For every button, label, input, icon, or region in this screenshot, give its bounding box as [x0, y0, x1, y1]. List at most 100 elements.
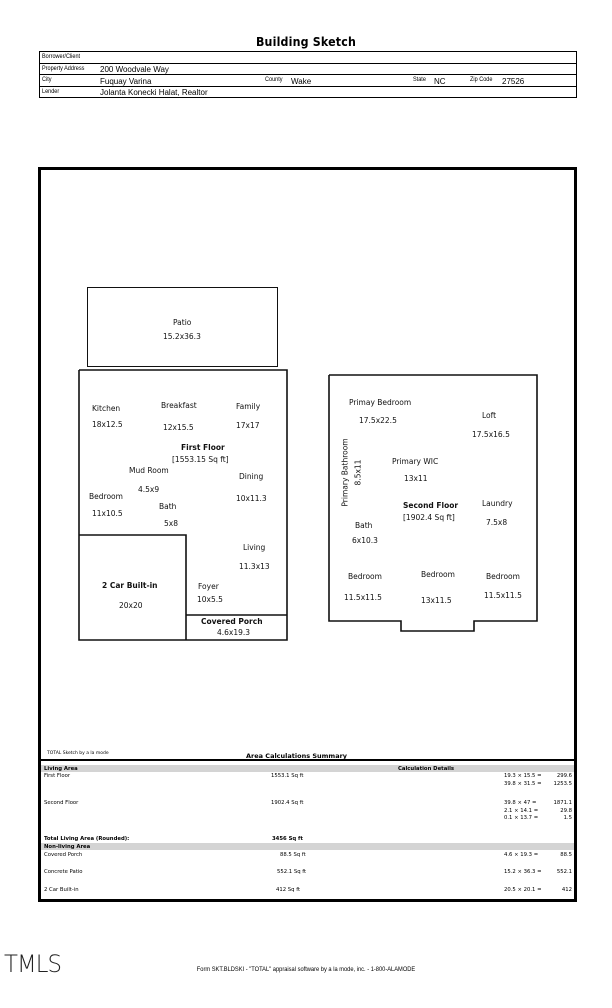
second-floor-calc-2: 2.1 × 14.1 = [504, 807, 539, 814]
second-floor-calc-1-result: 1871.1 [553, 800, 572, 806]
first-floor-title: First Floor [181, 443, 225, 452]
first-floor-calc-1: 19.3 × 15.5 = [504, 773, 542, 779]
borrower-row: Borrower/Client [40, 52, 576, 64]
garage-label: 2 Car Built-in [102, 581, 158, 590]
state-value: NC [434, 76, 446, 86]
concrete-patio-calc: 15.2 × 36.3 = [504, 869, 542, 875]
bedroom3-label: Bedroom [486, 572, 520, 581]
borrower-label: Borrower/Client [42, 53, 81, 60]
laundry-label: Laundry [482, 499, 513, 508]
second-floor-calc-1: 39.8 × 47 = [504, 800, 537, 806]
dining-dims: 10x11.3 [236, 494, 267, 503]
mud-room-dims: 4.5x9 [138, 485, 160, 494]
bath2-dims: 6x10.3 [352, 536, 378, 545]
foyer-label: Foyer [198, 582, 219, 591]
concrete-patio-calc-result: 552.1 [556, 869, 572, 875]
address-label: Property Address [42, 64, 85, 72]
first-floor-calc-2-result: 1253.5 [553, 780, 572, 787]
family-label: Family [236, 402, 261, 411]
primary-wic-label: Primary WIC [392, 457, 439, 466]
primary-bedroom-label: Primay Bedroom [349, 398, 412, 407]
lender-label: Lender [42, 87, 60, 95]
patio-area [87, 287, 278, 367]
zip-value: 27526 [502, 76, 525, 86]
covered-porch-calc-result: 88.5 [560, 851, 572, 858]
bedroom1-label: Bedroom [348, 572, 382, 581]
nonliving-header: Non-living Area [44, 843, 91, 850]
total-living-label: Total Living Area (Rounded): [44, 836, 130, 842]
nonliving-header-bar [41, 843, 574, 850]
garage-calc-result: 412 [561, 886, 572, 893]
garage-row-name: 2 Car Built-in [44, 886, 79, 893]
area-summary-table: Living Area Calculation Details First Fl… [41, 759, 574, 899]
first-floor-row-name: First Floor [44, 773, 71, 779]
second-floor-calc-3: 0.1 × 13.7 = [504, 815, 539, 821]
county-value: Wake [291, 76, 312, 86]
bath-label: Bath [159, 502, 177, 511]
covered-porch-calc: 4.6 × 19.3 = [504, 851, 539, 858]
living-area-header: Living Area [44, 765, 78, 772]
calc-details-header: Calculation Details [398, 765, 455, 772]
bath-dims: 5x8 [164, 519, 178, 528]
patio-dims: 15.2x36.3 [163, 332, 201, 341]
breakfast-dims: 12x15.5 [163, 423, 194, 432]
covered-porch-row-name: Covered Porch [44, 851, 83, 858]
bedroom3-dims: 11.5x11.5 [484, 591, 522, 600]
city-row: City Fuquay Varina County Wake State NC … [40, 75, 576, 87]
second-floor-row-name: Second Floor [44, 800, 79, 806]
family-dims: 17x17 [236, 421, 260, 430]
lender-value: Jolanta Konecki Halat, Realtor [100, 88, 208, 97]
total-living-value: 3456 Sq ft [272, 836, 303, 842]
city-value: Fuquay Varina [100, 76, 152, 86]
county-label: County [265, 76, 283, 83]
garage-dims: 20x20 [119, 601, 143, 610]
software-note: TOTAL Sketch by a la mode [47, 751, 109, 756]
lender-row: Lender Jolanta Konecki Halat, Realtor [40, 87, 576, 99]
bedroom2-label: Bedroom [421, 570, 455, 579]
form-footer: Form SKT.BLDSKI - "TOTAL" appraisal soft… [196, 966, 416, 973]
living-label: Living [243, 543, 266, 552]
second-floor-calc-3-result: 1.5 [563, 815, 572, 821]
loft-dims: 17.5x16.5 [472, 430, 510, 439]
second-floor-calc-2-result: 29.8 [560, 807, 572, 814]
covered-porch-row-area: 88.5 Sq ft [280, 851, 306, 858]
living-dims: 11.3x13 [239, 562, 270, 571]
primary-bedroom-dims: 17.5x22.5 [359, 416, 397, 425]
concrete-patio-row-area: 552.1 Sq ft [277, 869, 307, 875]
covered-porch-dims: 4.6x19.3 [217, 628, 251, 637]
covered-porch-label: Covered Porch [201, 617, 263, 626]
page-title: Building Sketch [255, 35, 357, 49]
property-header-table: Borrower/Client Property Address 200 Woo… [39, 51, 577, 98]
first-floor-row-area: 1553.1 Sq ft [271, 773, 304, 779]
garage-row-area: 412 Sq ft [276, 886, 301, 893]
concrete-patio-row-name: Concrete Patio [44, 869, 83, 875]
bath2-label: Bath [355, 521, 373, 530]
tmls-logo: TMLS [4, 950, 62, 978]
bedroom-label: Bedroom [89, 492, 123, 501]
second-floor-row-area: 1902.4 Sq ft [271, 800, 304, 806]
bedroom-dims: 11x10.5 [92, 509, 123, 518]
mud-room-label: Mud Room [129, 466, 169, 475]
address-value: 200 Woodvale Way [100, 65, 169, 74]
kitchen-label: Kitchen [92, 404, 121, 413]
address-row: Property Address 200 Woodvale Way [40, 64, 576, 75]
kitchen-dims: 18x12.5 [92, 420, 123, 429]
first-floor-calc-2: 39.8 × 31.5 = [504, 780, 542, 787]
summary-title: Area Calculations Summary [246, 752, 348, 760]
city-label: City [42, 76, 52, 83]
garage-calc: 20.5 × 20.1 = [504, 886, 542, 893]
laundry-dims: 7.5x8 [486, 518, 508, 527]
dining-label: Dining [239, 472, 264, 481]
loft-label: Loft [482, 411, 497, 420]
bedroom1-dims: 11.5x11.5 [344, 593, 382, 602]
foyer-dims: 10x5.5 [197, 595, 223, 604]
primary-bathroom-dims: 8.5x11 [353, 459, 363, 486]
zip-label: Zip Code [470, 76, 493, 83]
primary-bathroom-label: Primary Bathroom [340, 438, 350, 507]
sketch-frame [38, 167, 577, 902]
state-label: State [413, 76, 426, 83]
second-floor-area: [1902.4 Sq ft] [403, 513, 455, 522]
breakfast-label: Breakfast [161, 401, 197, 410]
first-floor-area: [1553.15 Sq ft] [172, 455, 229, 464]
